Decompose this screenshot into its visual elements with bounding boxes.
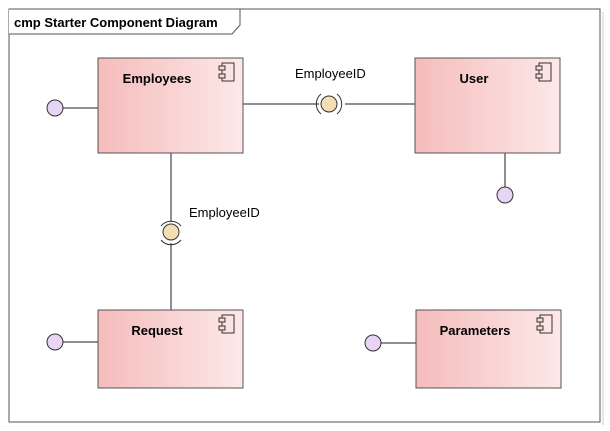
component-label: Request	[131, 323, 183, 338]
component-user[interactable]: User	[414, 57, 561, 154]
interface-ball[interactable]	[320, 95, 338, 113]
interface-label: EmployeeID	[295, 66, 366, 81]
port-parameters[interactable]	[364, 334, 382, 352]
component-label: Employees	[123, 71, 192, 86]
component-parameters[interactable]: Parameters	[415, 309, 562, 389]
component-label: User	[460, 71, 489, 86]
component-box[interactable]	[415, 309, 562, 389]
interface-ball[interactable]	[162, 223, 180, 241]
interface-employees-user[interactable]: EmployeeID	[295, 66, 366, 115]
interface-employees-request[interactable]: EmployeeID	[160, 205, 260, 246]
socket-arc	[160, 239, 182, 246]
component-icon	[535, 62, 552, 82]
interface-label: EmployeeID	[189, 205, 260, 220]
component-icon	[218, 62, 235, 82]
component-icon	[218, 314, 235, 334]
port-user[interactable]	[496, 186, 514, 204]
socket-arc	[336, 93, 343, 115]
component-employees[interactable]: Employees	[97, 57, 244, 154]
port-employees[interactable]	[46, 99, 64, 117]
socket-arc	[160, 220, 182, 227]
component-box[interactable]	[97, 309, 244, 389]
socket-arc	[315, 93, 322, 115]
provided-ports	[46, 99, 514, 352]
component-label: Parameters	[440, 323, 511, 338]
frame-title: cmp Starter Component Diagram	[14, 15, 218, 30]
connectors	[63, 103, 506, 344]
component-request[interactable]: Request	[97, 309, 244, 389]
component-icon	[536, 314, 553, 334]
frame-tab	[9, 8, 241, 35]
port-request[interactable]	[46, 333, 64, 351]
